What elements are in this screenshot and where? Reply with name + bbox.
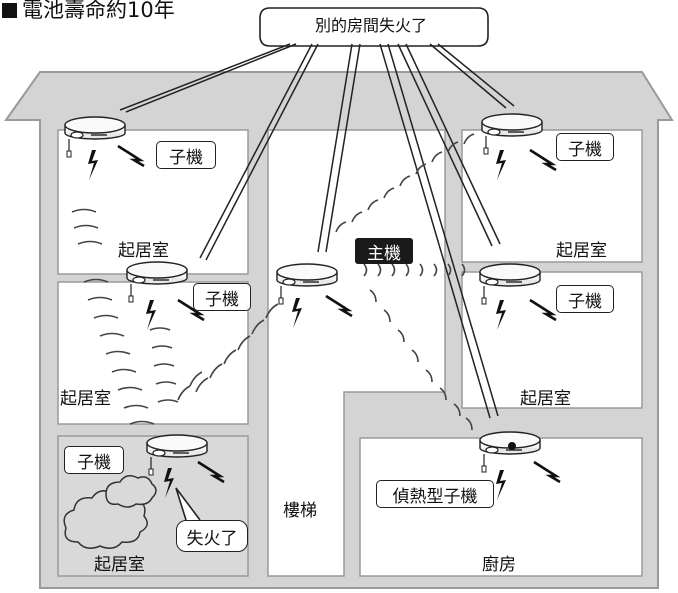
room-label-stairs: 樓梯 — [283, 501, 317, 521]
label-sub-unit-mid-left: 子機 — [193, 283, 251, 311]
room-top-right — [461, 129, 643, 263]
radio-waves — [71, 133, 475, 431]
label-sub-unit-bottom-left: 子機 — [64, 446, 124, 474]
label-main-unit: 主機 — [355, 238, 413, 264]
room-label-mid-left: 起居室 — [60, 389, 111, 409]
room-label-bottom-left: 起居室 — [94, 555, 145, 575]
room-label-top-left: 起居室 — [118, 241, 169, 261]
callout-bubble — [259, 7, 489, 47]
label-sub-unit-mid-right: 子機 — [556, 285, 614, 313]
signal-lines — [119, 43, 515, 419]
room-label-mid-right: 起居室 — [520, 389, 571, 409]
bullet-square-icon — [2, 3, 17, 18]
page-title: 電池壽命約10年 — [0, 0, 175, 24]
room-label-top-right: 起居室 — [556, 241, 607, 261]
label-sub-unit-top-right: 子機 — [556, 133, 614, 161]
label-heat-sub-unit: 偵熱型子機 — [376, 480, 494, 508]
room-label-kitchen: 廚房 — [482, 555, 516, 575]
callout-text: 別的房間失火了 — [314, 16, 427, 35]
label-sub-unit-top-left: 子機 — [156, 141, 216, 169]
smoke-cloud — [63, 475, 157, 549]
fire-bubble: 失火了 — [176, 520, 248, 552]
